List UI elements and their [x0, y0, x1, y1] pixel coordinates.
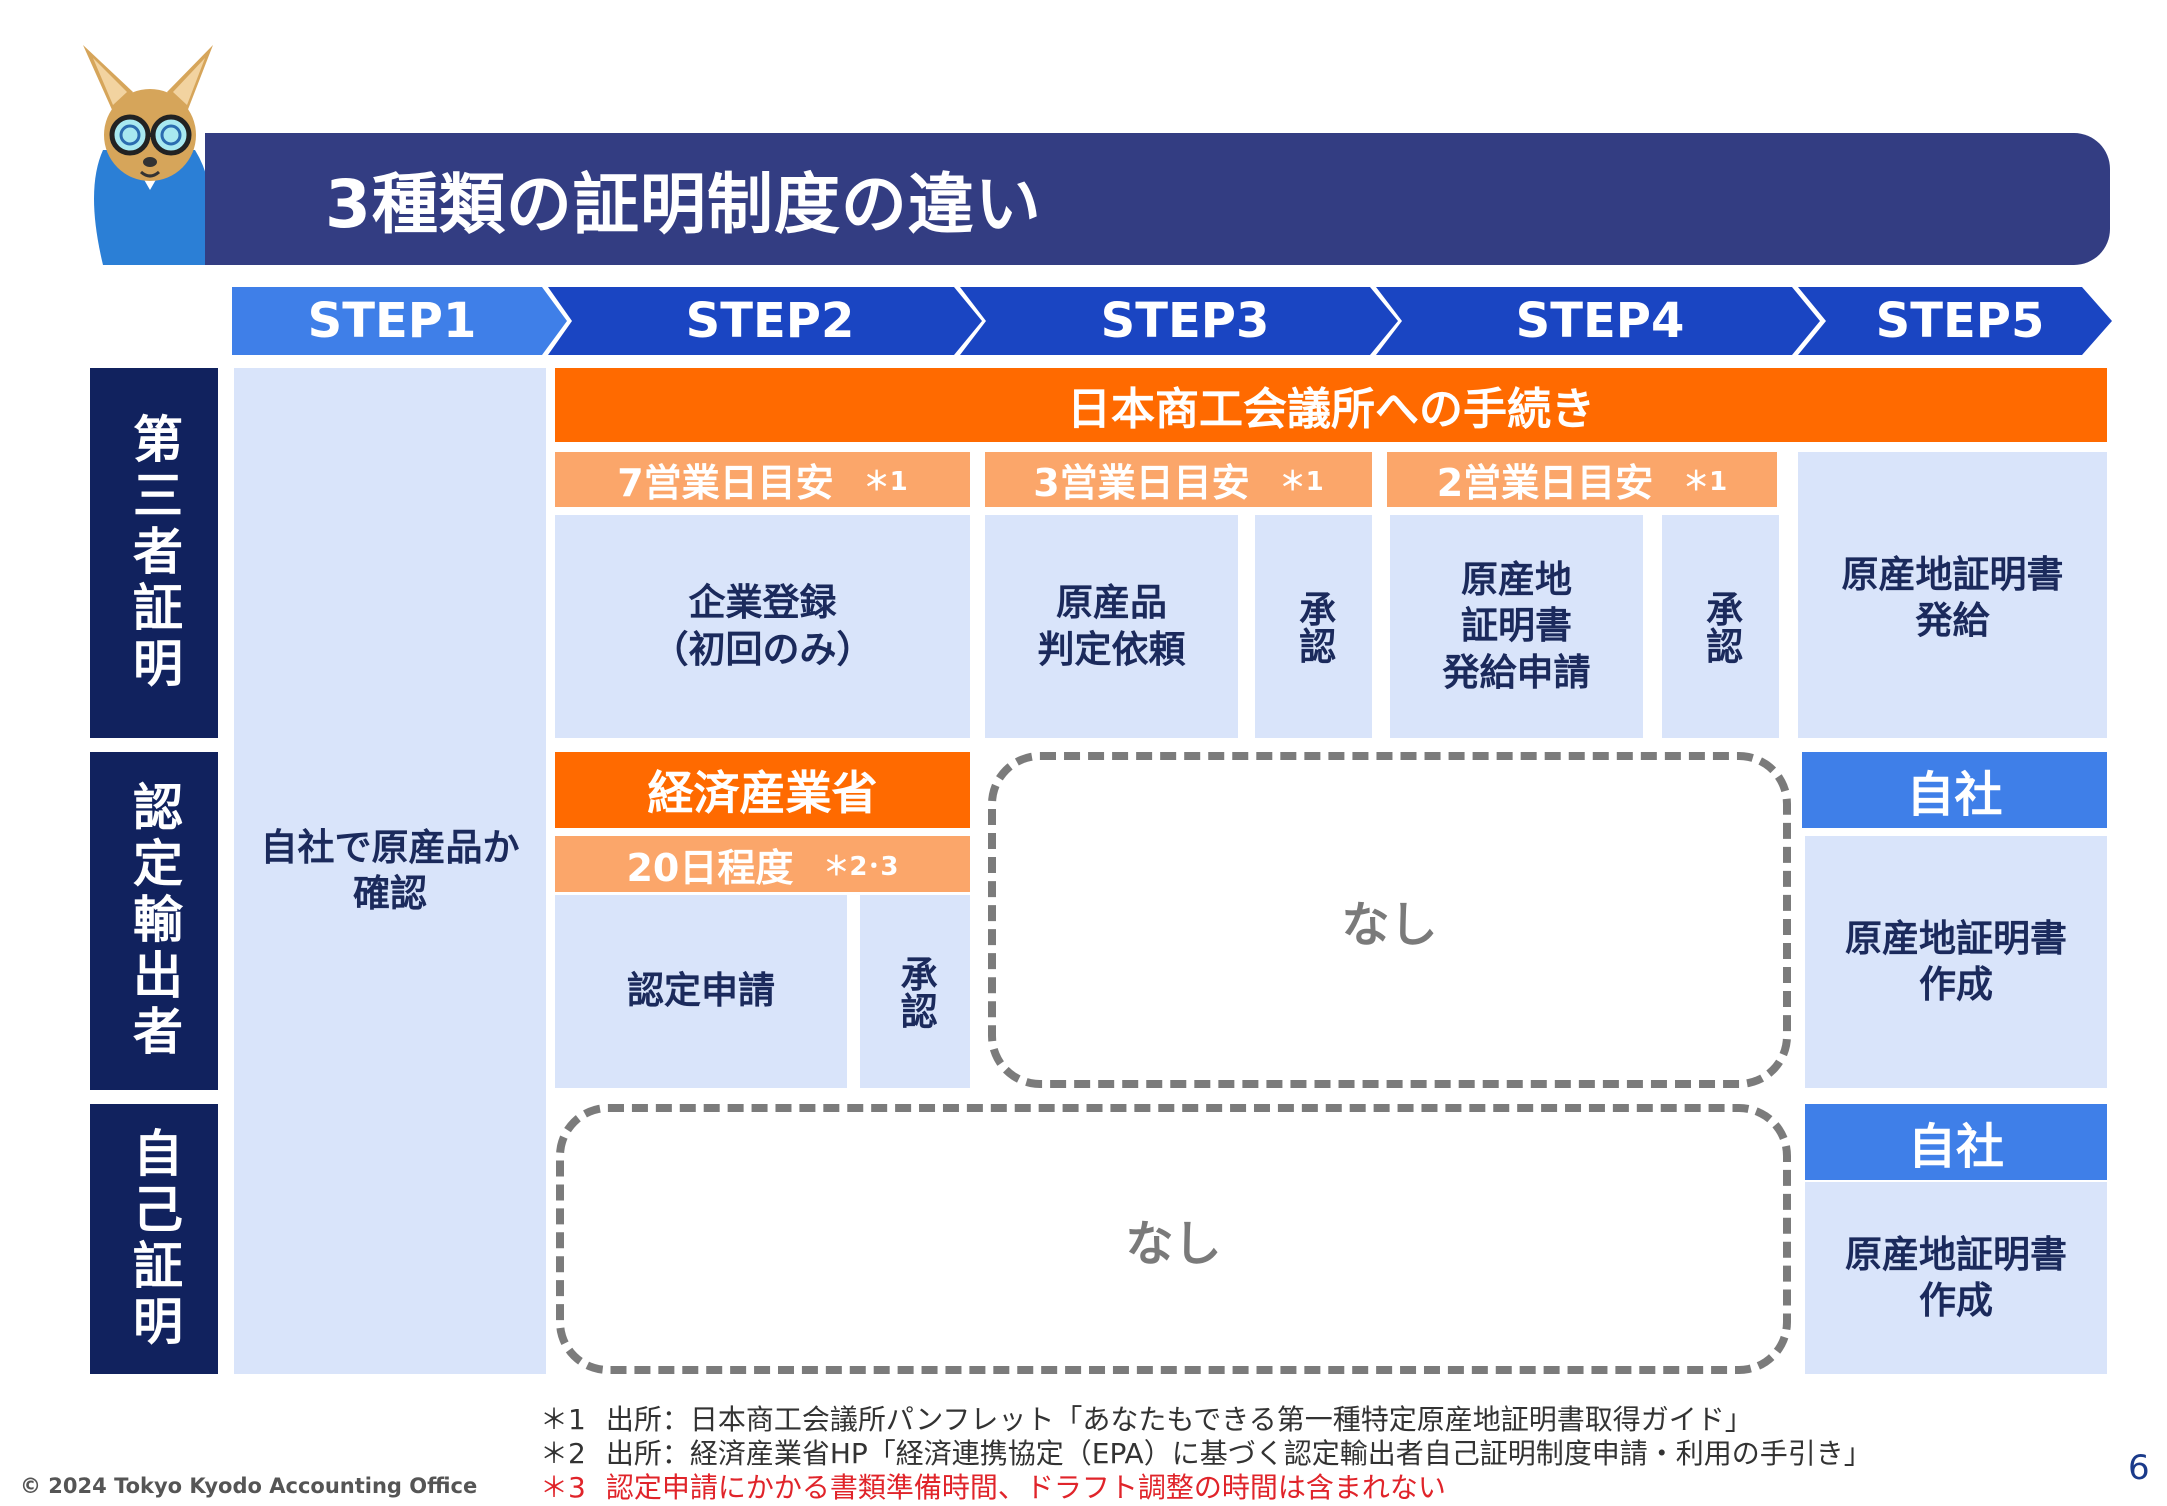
- note-2: ＊2 出所：経済産業省HP「経済連携協定（EPA）に基づく認定輸出者自己証明制度申…: [540, 1432, 1872, 1472]
- note-2-mark: ＊2: [540, 1437, 586, 1470]
- none-box-approved-exporter: なし: [988, 752, 1791, 1088]
- page-title: 3種類の証明制度の違い: [325, 166, 1042, 243]
- none-text-approved-exporter: なし: [1341, 897, 1438, 953]
- create-b-line1: 原産地証明書: [1845, 1232, 2067, 1276]
- issue-line2: 発給: [1915, 599, 1990, 643]
- meti-banner: 経済産業省: [555, 752, 970, 828]
- approval-a-text: 承認: [1292, 589, 1336, 664]
- title-bar: [205, 133, 2110, 265]
- duration-2days: 2営業日目安 ＊1: [1387, 452, 1777, 507]
- origin-judgement-cell: 原産品 判定依頼: [985, 515, 1238, 738]
- certificate-create-cell-b: 原産地証明書 作成: [1805, 1182, 2107, 1374]
- step1-label: STEP1: [307, 293, 477, 349]
- certificate-application-cell: 原産地 証明書 発給申請: [1390, 515, 1643, 738]
- judgement-line1: 原産品: [1056, 581, 1167, 625]
- certificate-create-cell-a: 原産地証明書 作成: [1805, 836, 2107, 1088]
- step4-label: STEP4: [1515, 293, 1685, 349]
- row-head-third-party: 第三者証明: [90, 368, 218, 738]
- note-3-text: 認定申請にかかる書類準備時間、ドラフト調整の時間は含まれない: [605, 1471, 1446, 1504]
- note-1-mark: ＊1: [540, 1403, 586, 1436]
- duration-20days-mark: ＊2･3: [823, 851, 899, 882]
- approval-cell-b: 承認: [1662, 515, 1779, 738]
- registration-line1: 企業登録: [688, 581, 837, 625]
- step-arrows: [232, 287, 2112, 355]
- step3-label: STEP3: [1100, 293, 1270, 349]
- issue-line1: 原産地証明書: [1841, 553, 2064, 596]
- step2-label: STEP2: [685, 293, 855, 349]
- company-registration-cell: 企業登録 （初回のみ）: [555, 515, 970, 738]
- step5-label: STEP5: [1875, 293, 2045, 349]
- step1-arrow: [232, 287, 567, 355]
- none-text-self-cert: なし: [1125, 1216, 1222, 1272]
- apply-line3: 発給申請: [1442, 650, 1591, 694]
- duration-7days-label: 7営業日目安: [617, 461, 834, 505]
- duration-2days-label: 2営業日目安: [1436, 461, 1654, 505]
- approval-b-text: 承認: [1699, 589, 1743, 664]
- row-head-self-cert: 自己証明: [90, 1104, 218, 1374]
- note-2-text: 出所：経済産業省HP「経済連携協定（EPA）に基づく認定輸出者自己証明制度申請・…: [605, 1437, 1872, 1470]
- row-head-approved-exporter: 認定輸出者: [90, 752, 218, 1090]
- duration-7days: 7営業日目安 ＊1: [555, 452, 970, 507]
- page-number: 6: [2128, 1448, 2150, 1488]
- step3-arrow: [960, 287, 1398, 355]
- step5-arrow: [1798, 287, 2112, 355]
- none-box-self-cert: なし: [556, 1104, 1791, 1374]
- duration-3days: 3営業日目安 ＊1: [985, 452, 1372, 507]
- own-company-banner-b: 自社: [1805, 1104, 2107, 1180]
- approval-c-text: 承認: [894, 954, 938, 1029]
- certification-application-cell: 認定申請: [555, 895, 847, 1088]
- note-1: ＊1 出所：日本商工会議所パンフレット「あなたもできる第一種特定原産地証明書取得ガ…: [540, 1398, 1753, 1438]
- note-3: ＊3 認定申請にかかる書類準備時間、ドラフト調整の時間は含まれない: [540, 1466, 1446, 1506]
- step1-cell-text: 自社で原産品か確認: [260, 825, 520, 915]
- duration-2days-mark: ＊1: [1683, 467, 1728, 497]
- duration-20days-label: 20日程度: [626, 845, 794, 890]
- own-company-banner-a: 自社: [1802, 752, 2107, 828]
- note-1-text: 出所：日本商工会議所パンフレット「あなたもできる第一種特定原産地証明書取得ガイド…: [605, 1403, 1753, 1436]
- certification-apply-text: 認定申請: [627, 969, 775, 1013]
- kangaroo-mascot-icon: [83, 45, 213, 265]
- registration-line2: （初回のみ）: [651, 627, 874, 671]
- chamber-banner: 日本商工会議所への手続き: [555, 368, 2107, 442]
- duration-7days-mark: ＊1: [863, 467, 908, 497]
- judgement-line2: 判定依頼: [1037, 627, 1186, 671]
- apply-line1: 原産地: [1461, 558, 1572, 602]
- step4-arrow: [1376, 287, 1820, 355]
- apply-line2: 証明書: [1461, 604, 1572, 648]
- certificate-issue-cell: 原産地証明書 発給: [1798, 452, 2107, 738]
- duration-3days-label: 3営業日目安: [1033, 461, 1250, 505]
- note-3-mark: ＊3: [540, 1471, 586, 1504]
- approval-cell-a: 承認: [1255, 515, 1372, 738]
- duration-3days-mark: ＊1: [1279, 467, 1324, 497]
- duration-20days: 20日程度 ＊2･3: [555, 836, 970, 892]
- step1-cell: 自社で原産品か確認: [234, 368, 546, 1374]
- step2-arrow: [548, 287, 982, 355]
- copyright: © 2024 Tokyo Kyodo Accounting Office: [20, 1474, 478, 1498]
- create-a-line1: 原産地証明書: [1845, 916, 2067, 960]
- create-b-line2: 作成: [1919, 1279, 1993, 1322]
- approval-cell-c: 承認: [860, 895, 970, 1088]
- create-a-line2: 作成: [1919, 963, 1993, 1006]
